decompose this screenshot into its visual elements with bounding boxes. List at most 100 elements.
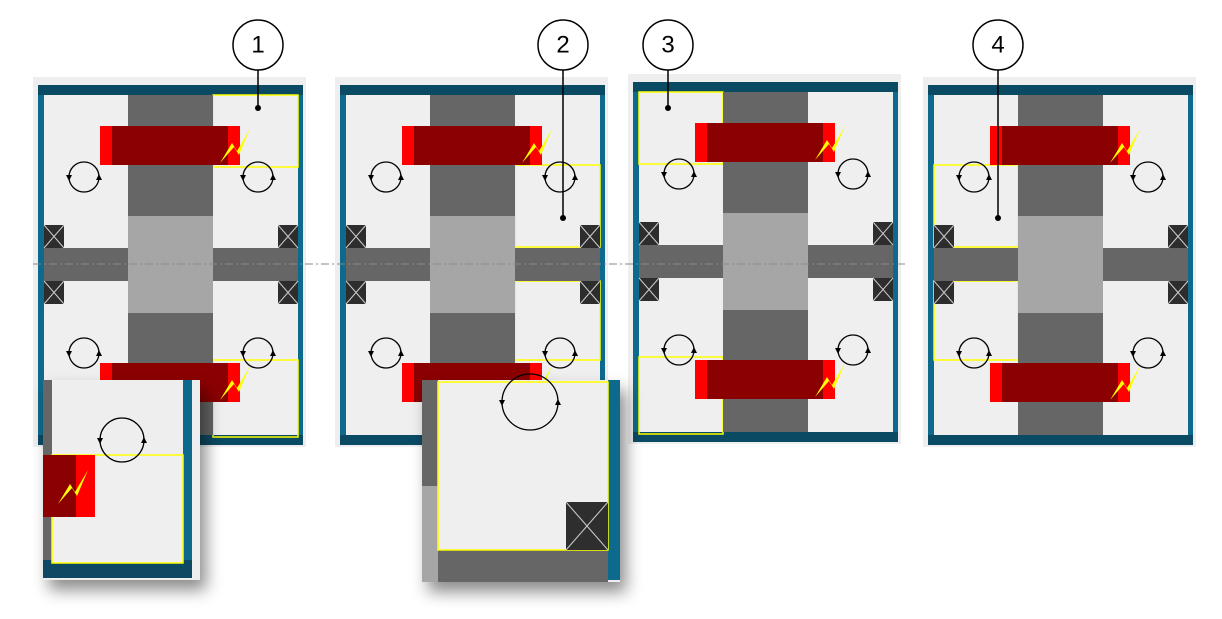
bearing-cross bbox=[872, 277, 894, 302]
shaft-right bbox=[1103, 248, 1188, 281]
magnet-end-right bbox=[1118, 126, 1130, 165]
callout-label: 1 bbox=[251, 32, 264, 59]
arrowhead-icon bbox=[1130, 175, 1136, 181]
arrowhead-icon bbox=[661, 172, 667, 178]
arrowhead-icon bbox=[691, 171, 697, 177]
magnet-body bbox=[990, 126, 1130, 165]
magnet-end-right bbox=[530, 126, 542, 165]
arrowhead-icon bbox=[865, 171, 871, 177]
bearing-cross bbox=[43, 224, 65, 249]
rotor-column bbox=[422, 380, 438, 486]
magnet-end-right bbox=[823, 360, 835, 399]
housing-top bbox=[633, 82, 898, 92]
magnet-end-left bbox=[100, 126, 112, 165]
magnet bbox=[695, 360, 845, 399]
bearing-icon bbox=[638, 277, 660, 302]
bearing-cross bbox=[277, 224, 299, 249]
rotation-arrow-icon bbox=[1130, 337, 1166, 369]
bearing-cross bbox=[933, 280, 955, 305]
arrowhead-icon bbox=[835, 348, 841, 354]
arrowhead-icon bbox=[555, 399, 561, 405]
magnet bbox=[695, 123, 845, 162]
magnet-end-left bbox=[990, 126, 1002, 165]
callout-label: 2 bbox=[556, 32, 569, 59]
arrowhead-icon bbox=[270, 350, 276, 356]
magnet bbox=[100, 126, 250, 165]
housing-top bbox=[38, 85, 303, 95]
rotation-arrow-icon bbox=[499, 373, 561, 431]
magnet-body bbox=[100, 126, 240, 165]
rotation-arrow-icon bbox=[66, 161, 102, 193]
arrowhead-icon bbox=[572, 350, 578, 356]
bearing-icon bbox=[872, 221, 894, 246]
housing-top bbox=[340, 85, 605, 95]
magnet-end-right bbox=[228, 363, 240, 402]
arrowhead-icon bbox=[956, 351, 962, 357]
rotation-arrow-icon bbox=[66, 337, 102, 369]
magnet-end-right bbox=[823, 123, 835, 162]
detail-inset-1 bbox=[43, 380, 200, 580]
rotor-core bbox=[723, 213, 808, 310]
magnet-end-right bbox=[1118, 363, 1130, 402]
bearing-cross bbox=[1167, 280, 1189, 305]
arrowhead-icon bbox=[1160, 174, 1166, 180]
machine-panel-1 bbox=[33, 77, 306, 447]
housing-top bbox=[928, 85, 1193, 95]
rotation-arrow-icon bbox=[97, 417, 147, 463]
bearing-icon bbox=[43, 280, 65, 305]
callout-dot bbox=[560, 215, 566, 221]
magnet-end-left bbox=[695, 360, 707, 399]
arrowhead-icon bbox=[956, 175, 962, 181]
magnet bbox=[402, 126, 552, 165]
arrowhead-icon bbox=[691, 347, 697, 353]
bearing-icon bbox=[579, 224, 601, 249]
callout-2: 2 bbox=[537, 19, 589, 221]
bearing-cross bbox=[565, 501, 609, 551]
arrowhead-icon bbox=[398, 174, 404, 180]
arrowhead-icon bbox=[96, 350, 102, 356]
housing-bottom bbox=[43, 560, 192, 578]
rotation-arrow-icon bbox=[240, 337, 276, 369]
callout-label: 3 bbox=[661, 32, 674, 59]
arrowhead-icon bbox=[270, 174, 276, 180]
magnet-end bbox=[76, 455, 95, 517]
bearing-icon bbox=[638, 221, 660, 246]
rotation-arrow-icon bbox=[661, 334, 697, 366]
callout-label: 4 bbox=[991, 32, 1004, 59]
bearing-cross bbox=[277, 280, 299, 305]
rotation-arrow-icon bbox=[542, 161, 578, 193]
arrowhead-icon bbox=[66, 351, 72, 357]
arrowhead-icon bbox=[240, 351, 246, 357]
arrowhead-icon bbox=[572, 174, 578, 180]
arrowhead-icon bbox=[96, 174, 102, 180]
magnet bbox=[990, 126, 1140, 165]
bearing-cross bbox=[345, 224, 367, 249]
arrowhead-icon bbox=[1160, 350, 1166, 356]
bearing-icon bbox=[1167, 224, 1189, 249]
magnet-body bbox=[990, 363, 1130, 402]
arrowhead-icon bbox=[835, 172, 841, 178]
rotation-arrow-icon bbox=[835, 334, 871, 366]
rotation-arrow-icon bbox=[835, 158, 871, 190]
callout-dot bbox=[255, 105, 261, 111]
callout-3: 3 bbox=[642, 19, 694, 111]
magnet-end-right bbox=[228, 126, 240, 165]
bearing-cross bbox=[579, 280, 601, 305]
arrowhead-icon bbox=[499, 400, 505, 406]
arrowhead-icon bbox=[1130, 351, 1136, 357]
arrowhead-icon bbox=[97, 438, 103, 444]
rotation-arrow-icon bbox=[368, 337, 404, 369]
magnet-end-left bbox=[695, 123, 707, 162]
detail-inset-2 bbox=[422, 373, 620, 582]
insets-group bbox=[43, 373, 620, 582]
bearing-icon bbox=[345, 224, 367, 249]
magnet-end-left bbox=[990, 363, 1002, 402]
bearing-icon bbox=[277, 280, 299, 305]
callout-dot bbox=[995, 215, 1001, 221]
arrowhead-icon bbox=[368, 175, 374, 181]
magnet-end-left bbox=[402, 363, 414, 402]
rotation-arrow-icon bbox=[240, 161, 276, 193]
housing-side bbox=[183, 380, 192, 578]
rotation-arrow-icon bbox=[1130, 161, 1166, 193]
